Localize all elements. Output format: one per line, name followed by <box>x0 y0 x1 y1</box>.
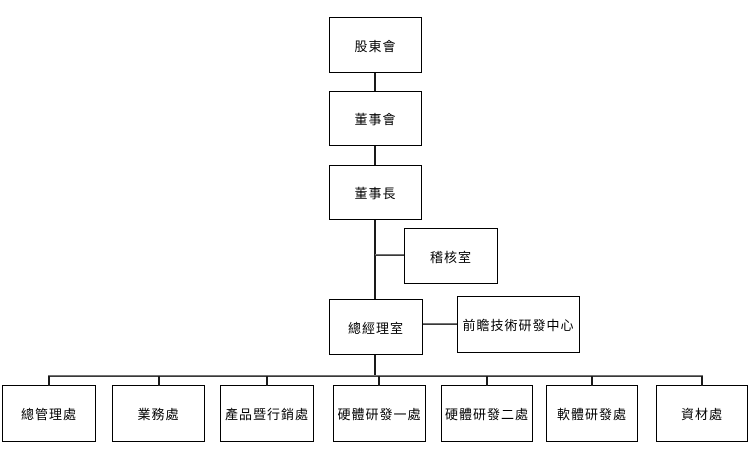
org-node-gm-office: 總經理室 <box>329 299 423 355</box>
org-node-board: 董事會 <box>329 91 422 146</box>
connector-shareholders-board <box>374 73 376 91</box>
org-node-division-hardware-rd-1: 硬體研發一處 <box>333 385 426 442</box>
org-node-division-general-management: 總管理處 <box>2 385 96 442</box>
org-node-shareholders: 股東會 <box>329 17 422 73</box>
connector-gm-office-advanced-rd-center <box>423 323 457 325</box>
stub-division-product-marketing <box>266 376 268 386</box>
org-node-division-business: 業務處 <box>112 385 205 442</box>
connector-gm-office-distribution <box>374 355 376 377</box>
org-node-chairman: 董事長 <box>329 165 422 220</box>
stub-division-general-management <box>48 376 50 386</box>
org-node-division-product-marketing: 產品暨行銷處 <box>220 385 314 442</box>
org-node-division-hardware-rd-2: 硬體研發二處 <box>441 385 533 442</box>
org-node-division-software-rd: 軟體研發處 <box>546 385 638 442</box>
connector-chairman-gm-office <box>374 220 376 299</box>
org-node-advanced-rd-center: 前瞻技術研發中心 <box>457 296 580 353</box>
stub-division-software-rd <box>591 376 593 386</box>
stub-division-business <box>158 376 160 386</box>
stub-division-materials <box>701 376 703 386</box>
connector-board-chairman <box>374 146 376 165</box>
connector-spine-audit-office <box>375 254 404 256</box>
stub-division-hardware-rd-1 <box>378 376 380 386</box>
stub-division-hardware-rd-2 <box>486 376 488 386</box>
org-node-division-materials: 資材處 <box>656 385 748 442</box>
distribution-line-divisions <box>48 375 703 377</box>
org-node-audit-office: 稽核室 <box>404 228 498 284</box>
